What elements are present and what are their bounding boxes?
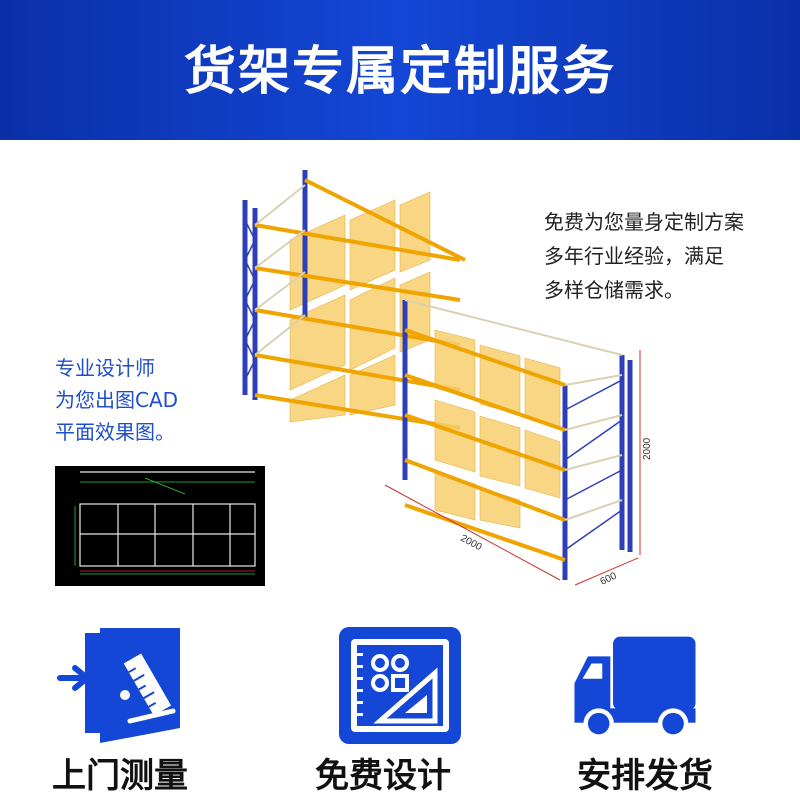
rack-left-unit xyxy=(242,170,466,430)
dimension-height: 2000 xyxy=(642,437,653,460)
description-line: 免费为您量身定制方案 xyxy=(544,210,744,234)
dimension-length: 2000 xyxy=(459,533,484,553)
shelf-rack-illustration: 2000 2000 600 xyxy=(242,170,653,588)
feature-label-delivery: 安排发货 xyxy=(577,756,713,796)
delivery-truck-icon xyxy=(574,636,696,739)
feature-label-design: 免费设计 xyxy=(315,756,451,796)
feature-label-measure: 上门测量 xyxy=(52,756,188,796)
designer-line: 平面效果图。 xyxy=(55,420,175,444)
description-line: 多年行业经验，满足 xyxy=(544,244,724,268)
door-ruler-icon xyxy=(57,628,180,743)
rack-right-unit xyxy=(402,299,633,580)
header-banner: 货架专属定制服务 xyxy=(0,0,800,140)
designer-description: 专业设计师 为您出图CAD 平面效果图。 xyxy=(55,352,225,448)
design-tools-icon xyxy=(339,627,461,744)
cad-drawing-thumbnail xyxy=(55,466,265,586)
service-description: 免费为您量身定制方案 多年行业经验，满足 多样仓储需求。 xyxy=(544,205,784,307)
designer-line: 专业设计师 xyxy=(55,356,155,380)
description-line: 多样仓储需求。 xyxy=(544,278,684,302)
dimension-lines xyxy=(384,350,641,586)
page-title: 货架专属定制服务 xyxy=(183,42,616,102)
designer-line: 为您出图CAD xyxy=(55,388,179,412)
